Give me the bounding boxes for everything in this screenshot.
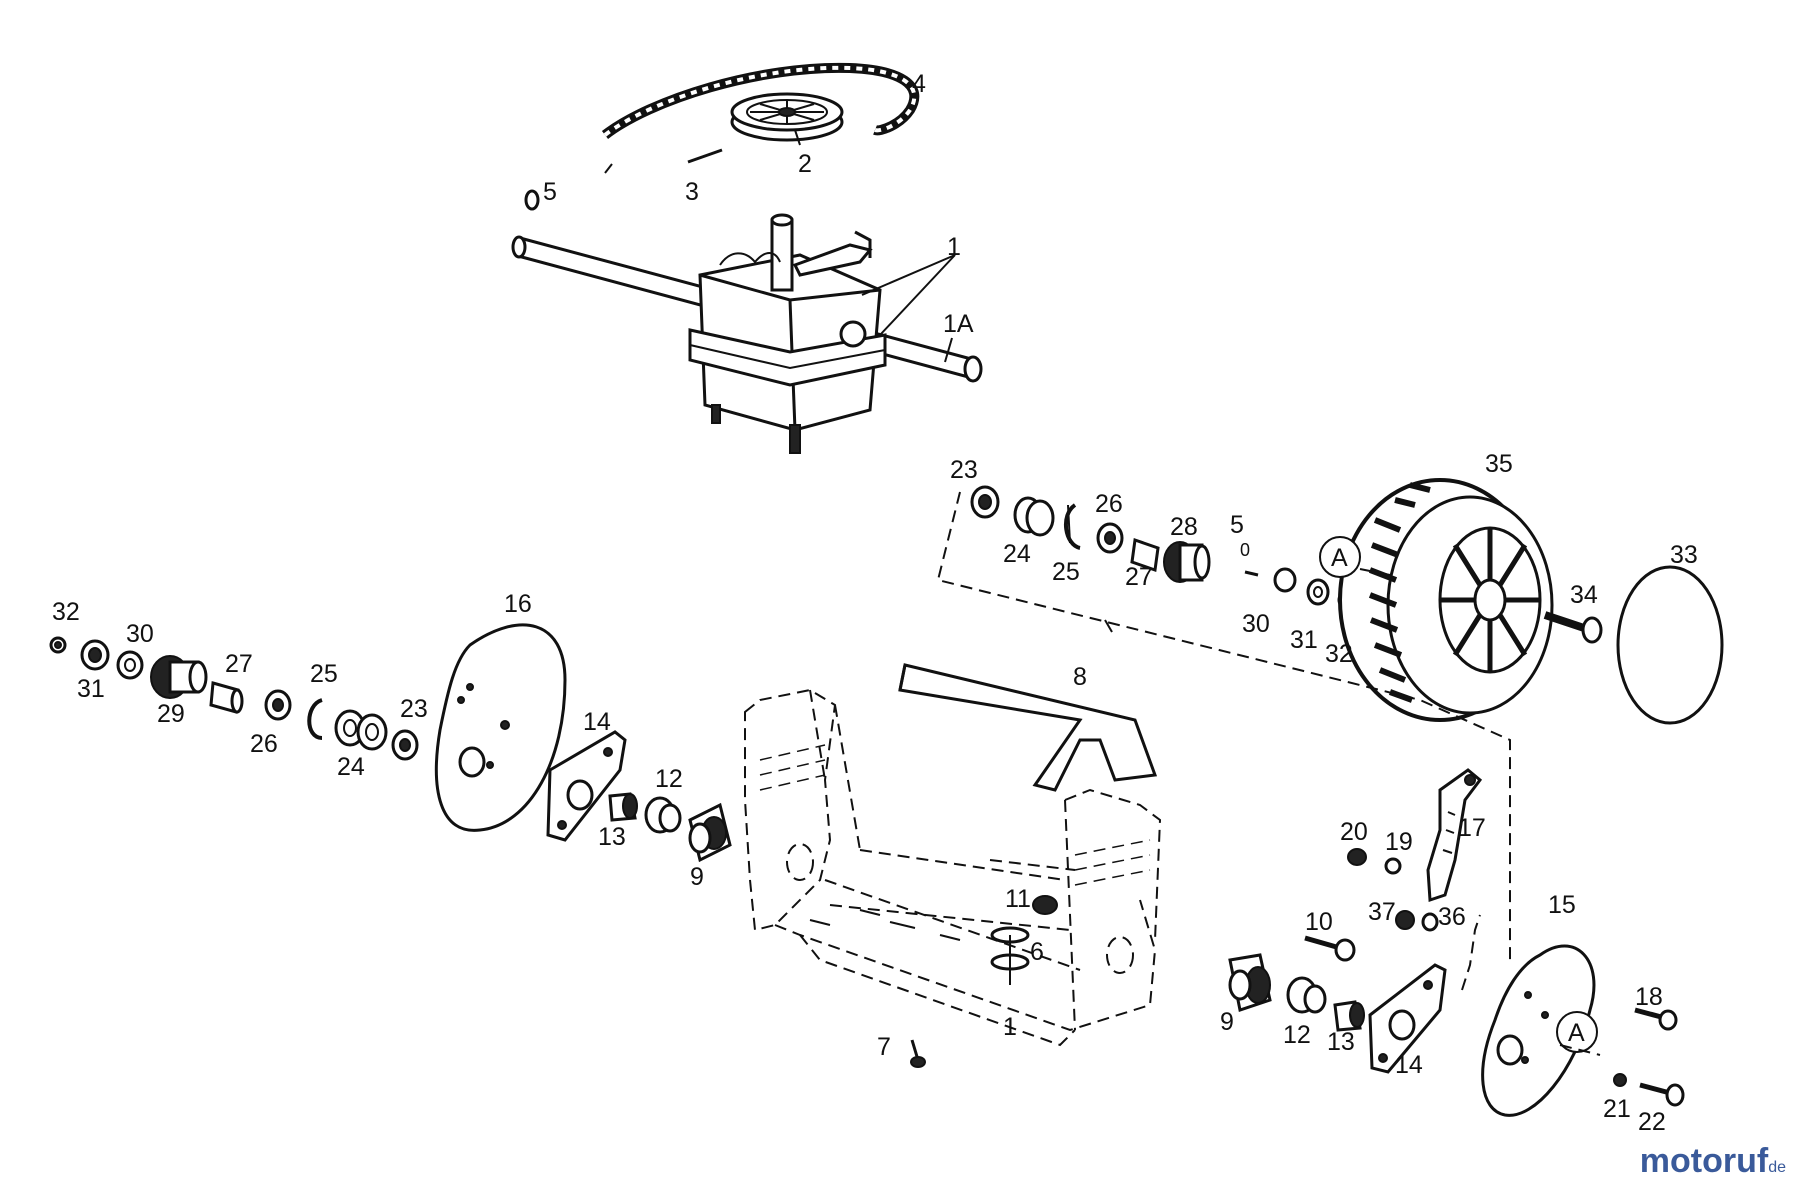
part-labels: 1 1A 2 3 4 5 32 31 30 29 27 26 25 24 23 … <box>52 70 1698 1136</box>
drive-belt <box>601 62 920 139</box>
label-23-left: 23 <box>400 695 428 723</box>
label-24-right: 24 <box>1003 540 1031 568</box>
rear-wheel <box>1338 478 1554 722</box>
label-0: 0 <box>1240 540 1250 560</box>
left-bracket <box>546 730 627 842</box>
label-1: 1 <box>947 233 961 261</box>
wheel-bolt-34 <box>1543 611 1603 644</box>
label-24-left: 24 <box>337 753 365 781</box>
pulley <box>730 92 844 142</box>
label-25-left: 25 <box>310 660 338 688</box>
ref-circle-a-top <box>1319 536 1361 578</box>
label-6: 6 <box>1030 938 1044 966</box>
label-20: 20 <box>1340 818 1368 846</box>
label-11: 11 <box>1005 885 1031 913</box>
label-5-right: 5 <box>1230 511 1244 539</box>
label-36: 36 <box>1438 903 1466 931</box>
label-23-right: 23 <box>950 456 978 484</box>
label-10: 10 <box>1305 908 1333 936</box>
label-14-left: 14 <box>583 708 611 736</box>
label-15: 15 <box>1548 891 1576 919</box>
right-hubcap-plate <box>1481 944 1596 1117</box>
watermark-tld: de <box>1768 1159 1786 1176</box>
label-1a: 1A <box>943 310 974 338</box>
ref-circle-a-bottom <box>1556 1011 1598 1053</box>
watermark-brand: motoruf <box>1639 1142 1769 1180</box>
label-27-left: 27 <box>225 650 253 678</box>
label-32-right: 32 <box>1325 640 1353 668</box>
label-9-right: 9 <box>1220 1008 1234 1036</box>
left-wheel-parts <box>49 636 419 761</box>
assembly-lines <box>936 491 1601 1056</box>
label-7: 7 <box>877 1033 891 1061</box>
label-29: 29 <box>157 700 185 728</box>
label-30-right: 30 <box>1242 610 1270 638</box>
chassis <box>744 688 1162 1047</box>
pulley-key <box>687 148 723 164</box>
height-adjust-lever <box>1426 768 1483 903</box>
label-3: 3 <box>685 178 699 206</box>
label-30-left: 30 <box>126 620 154 648</box>
label-1-chassis: 1 <box>1003 1013 1017 1041</box>
label-16: 16 <box>504 590 532 618</box>
bolt-22 <box>1613 1073 1685 1107</box>
rear-flap <box>898 663 1158 792</box>
gearbox <box>511 213 983 454</box>
label-14-right: 14 <box>1395 1051 1423 1079</box>
label-9-left: 9 <box>690 863 704 891</box>
bolt-18 <box>1634 1007 1678 1031</box>
label-4: 4 <box>912 70 926 98</box>
label-37: 37 <box>1368 898 1396 926</box>
right-bearing-housing <box>1228 953 1365 1032</box>
label-12-right: 12 <box>1283 1021 1311 1049</box>
label-35: 35 <box>1485 450 1513 478</box>
label-34: 34 <box>1570 581 1598 609</box>
label-19: 19 <box>1385 828 1413 856</box>
right-bracket <box>1368 963 1447 1074</box>
label-32-left: 32 <box>52 598 80 626</box>
bolt-10 <box>1304 935 1356 962</box>
label-26-right: 26 <box>1095 490 1123 518</box>
wheel-cap-33 <box>1616 565 1724 725</box>
label-21: 21 <box>1603 1095 1631 1123</box>
label-33: 33 <box>1670 541 1698 569</box>
label-8: 8 <box>1073 663 1087 691</box>
label-2: 2 <box>798 150 812 178</box>
label-ref-a-top: A <box>1331 544 1348 572</box>
label-26-left: 26 <box>250 730 278 758</box>
label-25-right: 25 <box>1052 558 1080 586</box>
label-18: 18 <box>1635 983 1663 1011</box>
label-12-left: 12 <box>655 765 683 793</box>
chassis-screws <box>910 895 1058 1068</box>
watermark-logo: motorufde <box>1640 1142 1786 1181</box>
label-28: 28 <box>1170 513 1198 541</box>
label-31-right: 31 <box>1290 626 1318 654</box>
label-5-top: 5 <box>543 178 557 206</box>
label-27-right: 27 <box>1125 563 1153 591</box>
label-13-right: 13 <box>1327 1028 1355 1056</box>
label-13-left: 13 <box>598 823 626 851</box>
label-22: 22 <box>1638 1108 1666 1136</box>
left-axle-bits <box>608 792 732 863</box>
small-fasteners <box>1347 848 1439 932</box>
axle-clip <box>524 189 540 211</box>
label-ref-a-bottom: A <box>1568 1019 1585 1047</box>
left-hubcap-plate <box>434 623 567 832</box>
leader-lines <box>604 163 1113 633</box>
label-31-left: 31 <box>77 675 105 703</box>
label-17: 17 <box>1458 814 1486 842</box>
